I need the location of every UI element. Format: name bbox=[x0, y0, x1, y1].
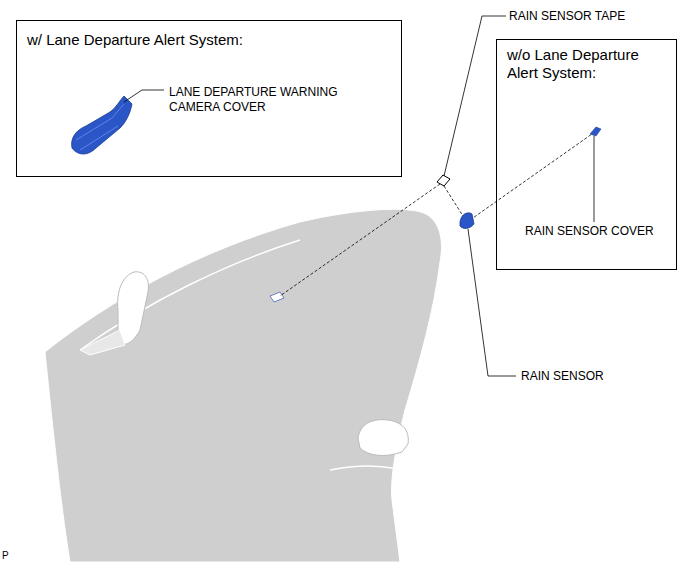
part-label: RAIN SENSOR COVER bbox=[525, 224, 675, 239]
rain-sensor-tape bbox=[437, 175, 450, 186]
rain-sensor-cover bbox=[590, 127, 601, 136]
leader-line bbox=[124, 90, 164, 102]
inset-box: w/ Lane Departure Alert System: LANE DEPA… bbox=[16, 20, 402, 177]
leader-line bbox=[594, 136, 595, 222]
camera-cover bbox=[76, 104, 124, 150]
assembly-line bbox=[444, 186, 463, 216]
inset-title: w/ Lane Departure Alert System: bbox=[27, 31, 387, 49]
part-label: LANE DEPARTURE WARNING CAMERA COVER bbox=[169, 85, 369, 115]
inset-box: w/o Lane Departure Alert System: RAIN SEN… bbox=[496, 39, 677, 270]
leader-line bbox=[468, 229, 516, 376]
assembly-line bbox=[280, 184, 440, 296]
camera-cover bbox=[72, 96, 132, 154]
inner-mirror bbox=[358, 420, 408, 456]
car-body bbox=[45, 209, 441, 562]
page-mark: P bbox=[2, 548, 22, 562]
pillar bbox=[80, 330, 125, 355]
inset-title: w/o Lane Departure Alert System: bbox=[507, 46, 672, 82]
part-label: RAIN SENSOR TAPE bbox=[509, 9, 679, 24]
dash-line bbox=[330, 466, 440, 490]
rain-sensor bbox=[460, 213, 474, 229]
part-label: RAIN SENSOR bbox=[521, 369, 671, 384]
assembly-line bbox=[470, 134, 592, 220]
mount-bracket bbox=[270, 292, 284, 302]
door-mirror bbox=[118, 272, 149, 345]
